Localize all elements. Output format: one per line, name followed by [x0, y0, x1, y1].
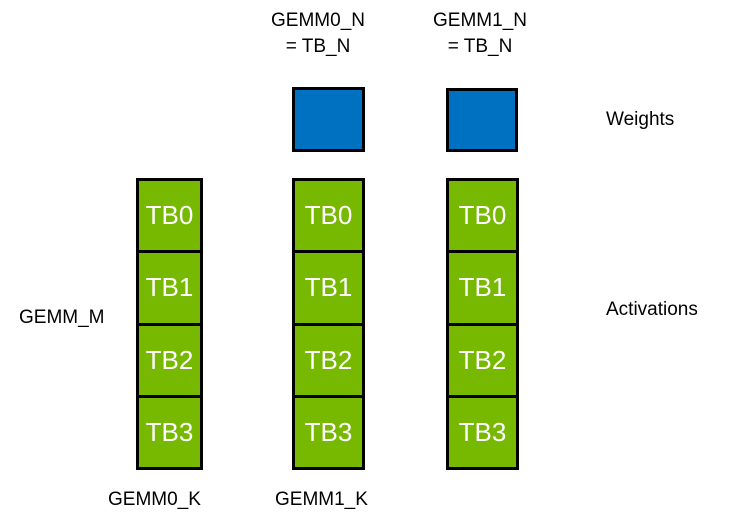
tb-cell: TB3 — [449, 397, 516, 467]
tb-cell: TB2 — [449, 325, 516, 395]
label-gemm0-k: GEMM0_K — [108, 489, 201, 510]
label-gemm1-k: GEMM1_K — [275, 489, 368, 510]
tb-cell: TB0 — [295, 181, 362, 251]
tb-cell: TB3 — [295, 397, 362, 467]
activations-column-1: TB0 TB1 TB2 TB3 — [292, 178, 365, 470]
label-gemm1-n: GEMM1_N = TB_N — [433, 10, 527, 57]
tb-cell: TB3 — [139, 397, 200, 467]
tb-cell: TB2 — [139, 325, 200, 395]
tb-cell: TB1 — [449, 253, 516, 323]
tb-cell: TB1 — [295, 253, 362, 323]
label-gemm-m: GEMM_M — [19, 307, 105, 328]
tb-cell: TB1 — [139, 253, 200, 323]
label-gemm0-n: GEMM0_N = TB_N — [271, 10, 365, 57]
tb-cell: TB0 — [449, 181, 516, 251]
weights-block-gemm0 — [292, 87, 365, 152]
tb-cell: TB0 — [139, 181, 200, 251]
activations-column-2: TB0 TB1 TB2 TB3 — [446, 178, 519, 470]
tb-cell: TB2 — [295, 325, 362, 395]
weights-block-gemm1 — [446, 88, 518, 152]
activations-column-0: TB0 TB1 TB2 TB3 — [136, 178, 203, 470]
label-activations: Activations — [606, 299, 698, 320]
label-weights: Weights — [606, 109, 675, 130]
